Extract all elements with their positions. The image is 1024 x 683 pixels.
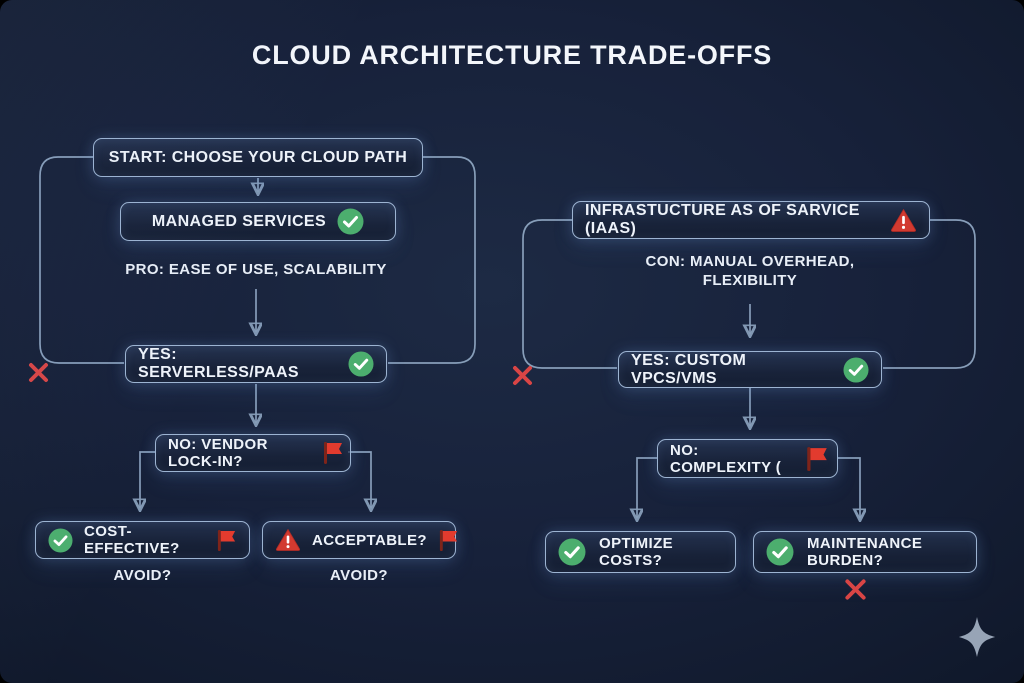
node-iaas-label: INFRASTUCTURE AS OF SARVICE (IAAS): [585, 202, 860, 237]
pro-note: PRO: EASE OF USE, SCALABILITY: [125, 261, 387, 278]
node-maintenance-burden-label: MAINTENANCE BURDEN?: [807, 535, 923, 569]
connector-right-bracket-outer: [522, 219, 617, 369]
con-note: CON: MANUAL OVERHEAD, FLEXIBILITY: [590, 252, 910, 290]
red-flag-icon: [805, 446, 829, 472]
node-acceptable: ACCEPTABLE?: [262, 521, 459, 559]
node-optimize-costs: OPTIMIZE COSTS?: [545, 531, 736, 573]
node-yes-serverless-label: YES: SERVERLESS/PAAS: [138, 346, 300, 381]
connector-right-bracket-inner: [883, 219, 976, 369]
red-flag-icon: [438, 529, 459, 552]
connector-left-bracket-inner: [388, 156, 476, 364]
con-note-line1: CON: MANUAL OVERHEAD,: [645, 253, 855, 270]
arrow-no-to-maintenance: [837, 457, 860, 518]
sparkle-icon: [956, 615, 998, 659]
node-managed-services: MANAGED SERVICES: [120, 202, 396, 241]
avoid-label-right: AVOID?: [330, 567, 388, 584]
check-circle-icon: [348, 351, 374, 377]
node-no-complexity-label: NO: COMPLEXITY (: [670, 441, 782, 476]
node-no-vendor-label: NO: VENDOR LOCK-IN?: [168, 436, 268, 470]
connector-left-bracket-outer: [39, 156, 124, 364]
node-optimize-costs-label: OPTIMIZE COSTS?: [599, 535, 674, 569]
node-start: START: CHOOSE YOUR CLOUD PATH: [93, 138, 423, 177]
con-note-line2: FLEXIBILITY: [702, 272, 798, 289]
avoid-label-left: AVOID?: [113, 567, 172, 584]
node-yes-serverless: YES: SERVERLESS/PAAS: [125, 345, 387, 383]
check-circle-icon: [843, 356, 869, 383]
node-iaas: INFRASTUCTURE AS OF SARVICE (IAAS): [572, 201, 930, 239]
red-x-icon: [843, 577, 868, 602]
red-x-icon: [27, 361, 50, 384]
arrow-no-to-optimize: [637, 457, 657, 518]
check-circle-icon: [766, 538, 794, 566]
node-managed-label: MANAGED SERVICES: [151, 212, 327, 230]
node-yes-custom-vpcs: YES: CUSTOM VPCS/VMS: [618, 351, 882, 388]
node-cost-effective-label: COST-EFFECTIVE?: [84, 523, 180, 557]
check-circle-icon: [337, 208, 364, 235]
page-title: CLOUD ARCHITECTURE TRADE-OFFS: [251, 40, 773, 70]
warning-triangle-icon: [275, 528, 301, 552]
node-maintenance-burden: MAINTENANCE BURDEN?: [753, 531, 977, 573]
node-cost-effective: COST-EFFECTIVE?: [35, 521, 250, 559]
red-flag-icon: [216, 529, 237, 552]
arrow-no-to-acceptable: [348, 451, 371, 508]
red-flag-icon: [322, 441, 344, 465]
check-circle-icon: [558, 538, 586, 566]
node-start-label: START: CHOOSE YOUR CLOUD PATH: [108, 148, 408, 166]
node-no-vendor-lockin: NO: VENDOR LOCK-IN?: [155, 434, 351, 472]
node-yes-custom-label: YES: CUSTOM VPCS/VMS: [631, 351, 747, 387]
node-no-complexity: NO: COMPLEXITY (: [657, 439, 838, 478]
arrow-no-to-cost: [140, 451, 155, 508]
warning-triangle-icon: [890, 208, 917, 233]
node-acceptable-label: ACCEPTABLE?: [312, 531, 427, 549]
check-circle-icon: [48, 527, 73, 553]
red-x-icon: [511, 364, 534, 387]
